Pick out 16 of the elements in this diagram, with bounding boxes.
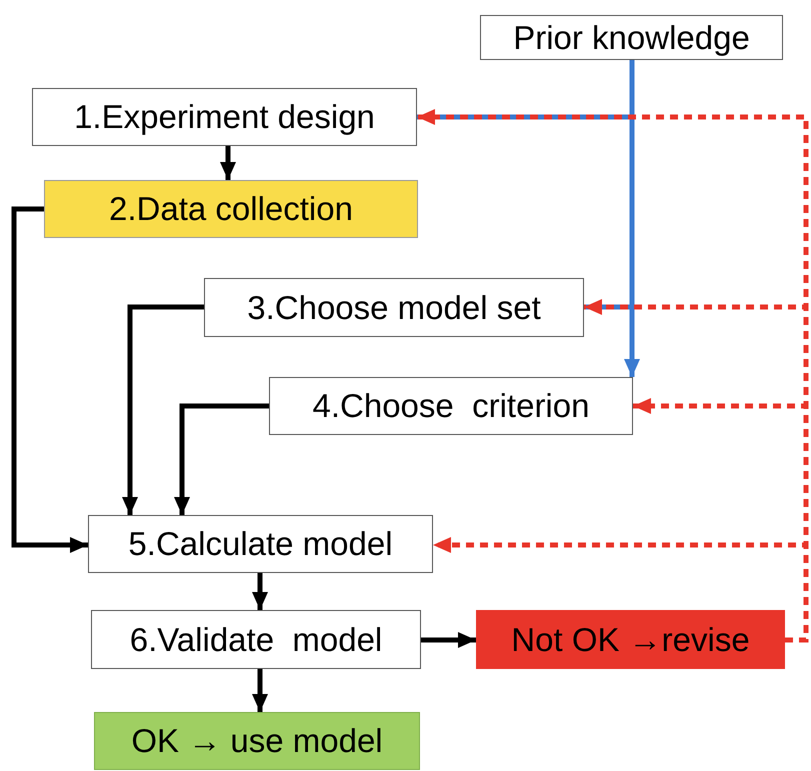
arrow [220, 146, 236, 180]
arrow [12, 206, 88, 553]
arrow [252, 669, 268, 712]
process-box: OK → use model [94, 712, 420, 770]
arrow [122, 304, 204, 515]
process-box: 2.Data collection [44, 180, 418, 238]
process-box: 6.Validate model [91, 610, 421, 669]
process-box: Not OK →revise [476, 610, 785, 669]
arrow [252, 573, 268, 610]
arrow [421, 632, 476, 648]
process-box: 3.Choose model set [204, 278, 584, 337]
process-box: 4.Choose criterion [269, 377, 633, 435]
process-box: 5.Calculate model [88, 515, 433, 573]
process-box: 1.Experiment design [32, 88, 417, 146]
process-box: Prior knowledge [480, 15, 783, 60]
arrow [174, 404, 269, 515]
